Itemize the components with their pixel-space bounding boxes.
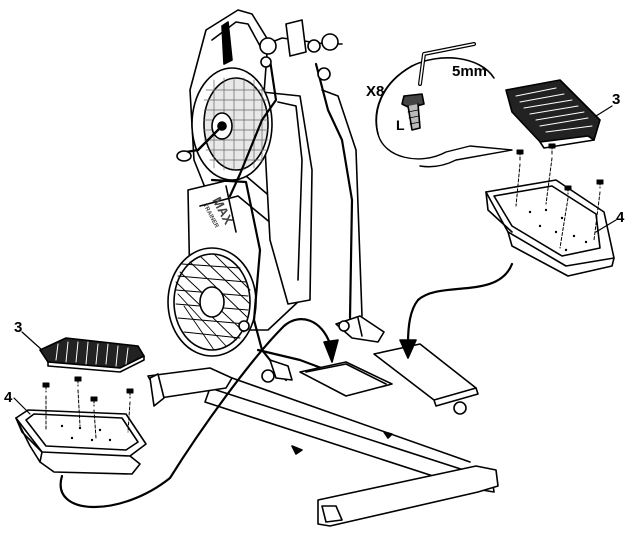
pedal-tray-top-right — [486, 180, 614, 276]
part-number-pad-left: 3 — [14, 319, 22, 336]
lower-fan — [168, 248, 256, 356]
part-number-pad-top-right: 3 — [612, 91, 620, 108]
tool-size-label: 5mm — [452, 63, 487, 80]
left-pedal-platform — [300, 362, 392, 396]
bolt-icon — [402, 94, 424, 130]
right-pedal-platform — [374, 344, 478, 414]
part-number-tray-top-right: 4 — [616, 209, 625, 226]
pedal-tray-left — [16, 410, 146, 474]
pedal-pad-left — [40, 338, 144, 372]
bolt-letter-label: L — [396, 117, 405, 133]
hardware-callout — [376, 58, 512, 167]
hardware-qty-label: X8 — [366, 83, 384, 100]
pedal-pad-top-right — [506, 80, 600, 148]
part-number-tray-left: 4 — [4, 389, 13, 406]
